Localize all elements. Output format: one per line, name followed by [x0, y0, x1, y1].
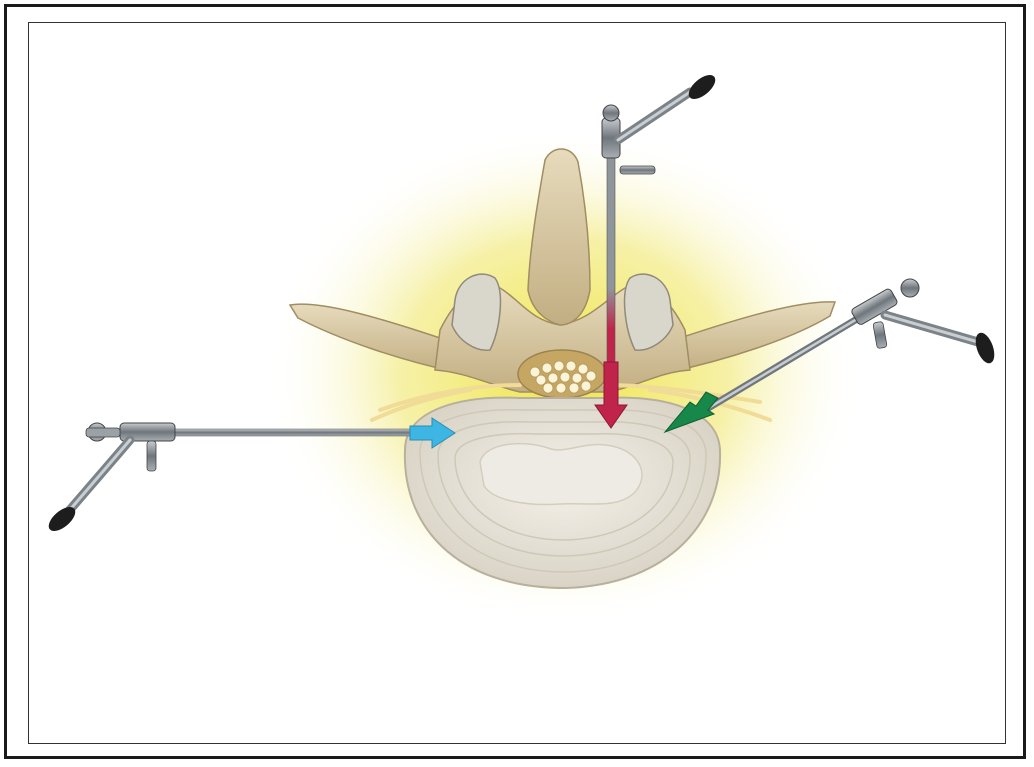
nucleus-pulposus — [480, 444, 642, 505]
